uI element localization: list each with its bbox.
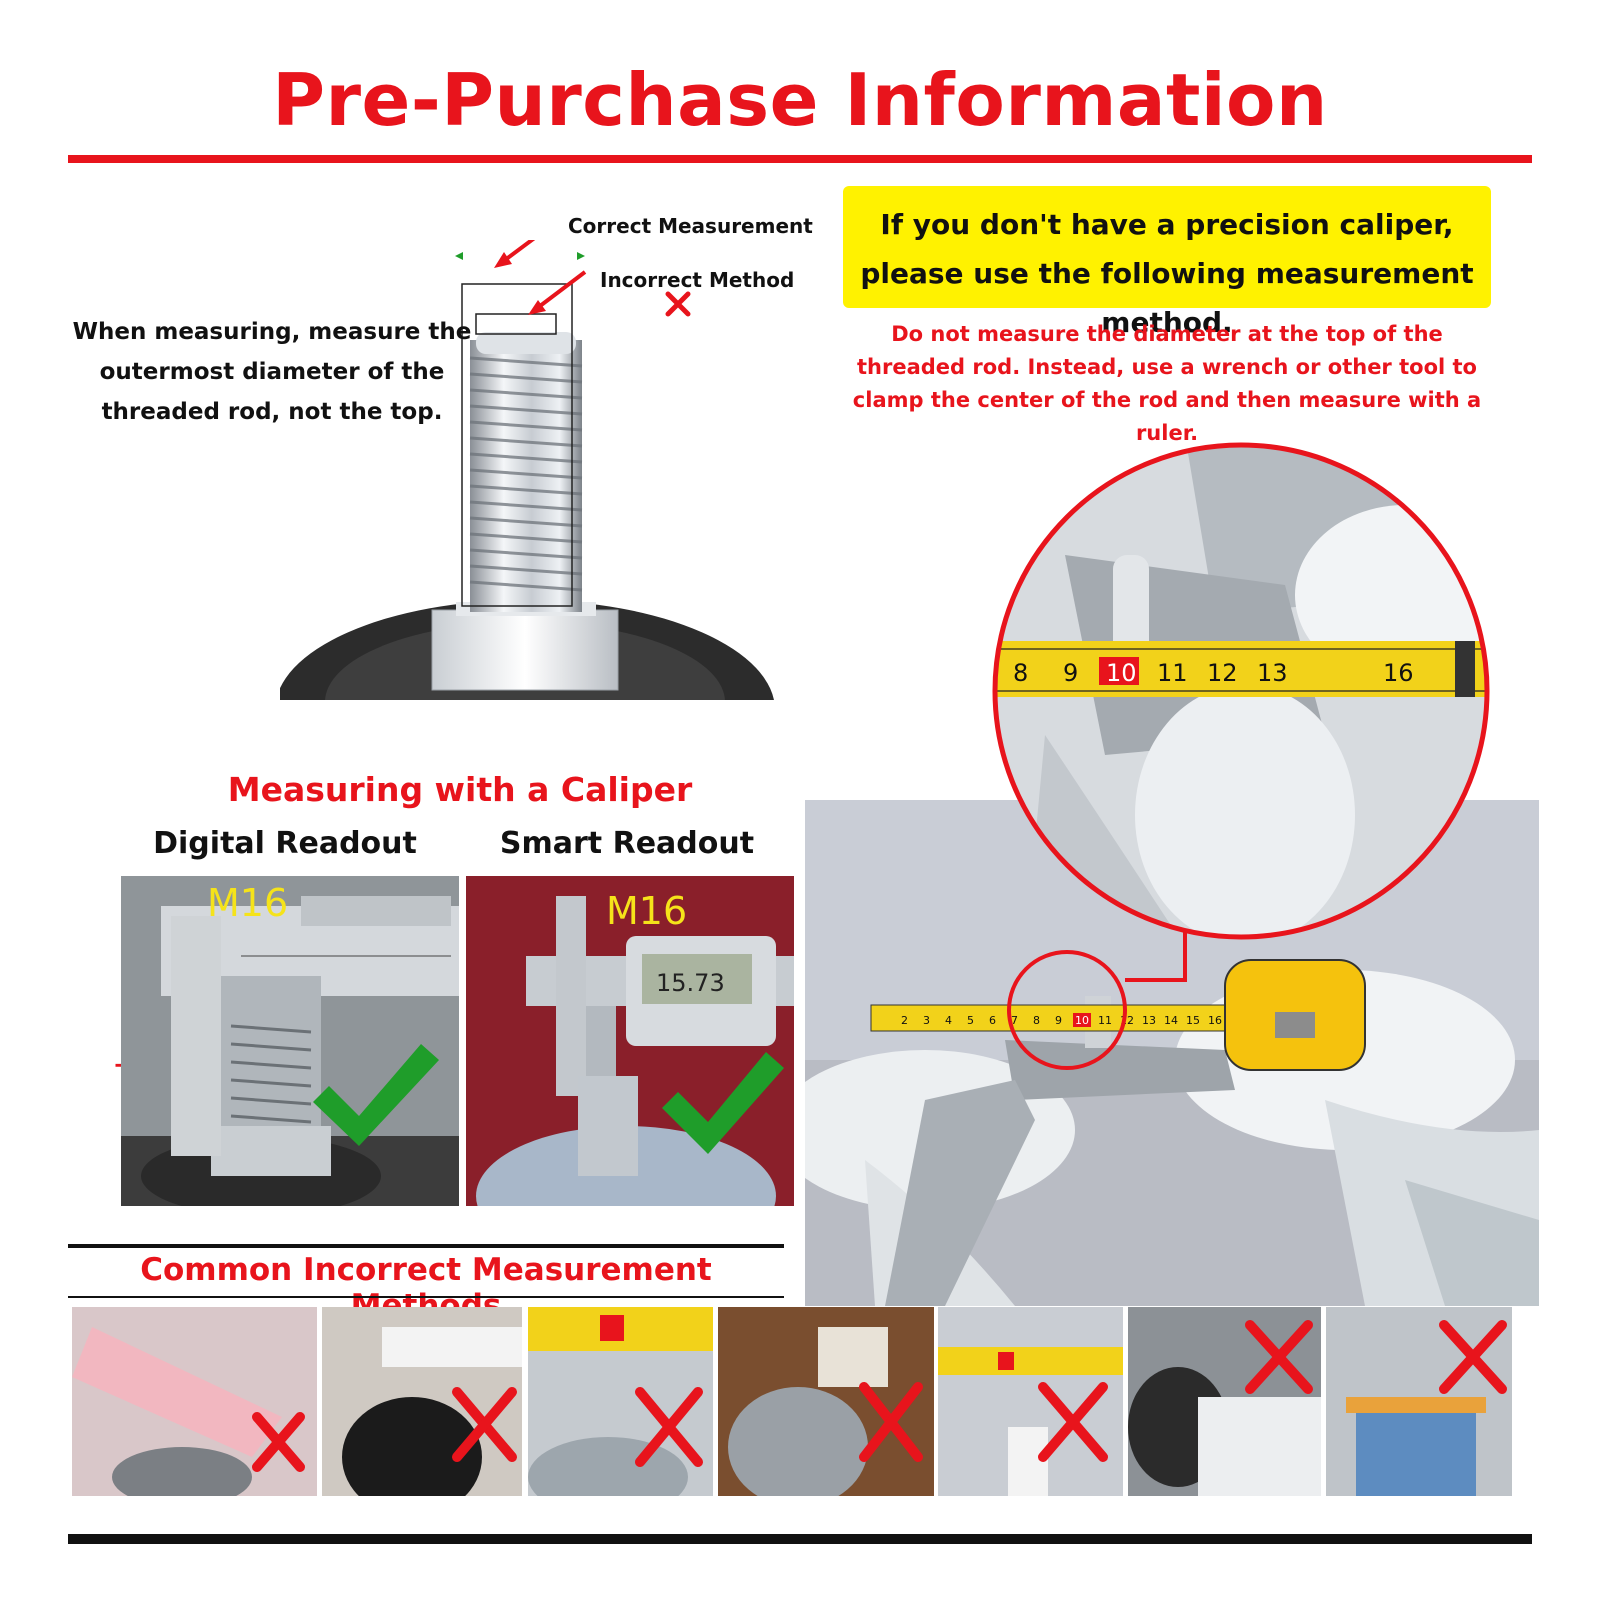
red-x-icon bbox=[1245, 1320, 1313, 1394]
red-x-icon bbox=[635, 1387, 703, 1467]
tape-main-13: 13 bbox=[1142, 1014, 1156, 1027]
bottom-divider bbox=[68, 1534, 1532, 1544]
smart-readout-label: Smart Readout bbox=[499, 826, 755, 861]
correct-measurement-label: Correct Measurement bbox=[568, 214, 813, 238]
tape-main-6: 6 bbox=[989, 1014, 996, 1027]
tape-main-5: 5 bbox=[967, 1014, 974, 1027]
tape-main-2: 2 bbox=[901, 1014, 908, 1027]
incorrect-tile-2 bbox=[322, 1307, 522, 1496]
main-tape-numbers: 2 3 4 5 6 7 8 9 10 11 12 13 14 15 16 bbox=[901, 1013, 1222, 1027]
title-divider bbox=[68, 155, 1532, 163]
incorrect-tile-5 bbox=[938, 1307, 1123, 1496]
tape-main-14: 14 bbox=[1164, 1014, 1178, 1027]
tape-main-9: 9 bbox=[1055, 1014, 1062, 1027]
incorrect-top-rule bbox=[68, 1244, 784, 1248]
tape-main-15: 15 bbox=[1186, 1014, 1200, 1027]
tape-zoom-13: 13 bbox=[1257, 659, 1288, 687]
digital-caliper-photo: M16 bbox=[121, 876, 459, 1206]
incorrect-tile-1 bbox=[72, 1307, 317, 1496]
tape-main-4: 4 bbox=[945, 1014, 952, 1027]
tape-measure-note: Do not measure the diameter at the top o… bbox=[852, 322, 1482, 445]
tape-zoom-8: 8 bbox=[1013, 659, 1028, 687]
digital-readout-label: Digital Readout bbox=[153, 826, 417, 861]
incorrect-methods-strip bbox=[72, 1307, 1536, 1496]
red-x-icon bbox=[252, 1412, 305, 1472]
incorrect-tile-7 bbox=[1326, 1307, 1512, 1496]
checkmark-icon bbox=[313, 1044, 439, 1146]
tape-zoom-10: 10 bbox=[1106, 659, 1137, 687]
tape-zoom-9: 9 bbox=[1063, 659, 1078, 687]
wrench-tape-photo: 2 3 4 5 6 7 8 9 10 11 12 13 14 15 16 bbox=[805, 800, 1539, 1306]
tape-main-10: 10 bbox=[1075, 1014, 1089, 1027]
incorrect-tile-6 bbox=[1128, 1307, 1321, 1496]
red-x-icon bbox=[452, 1387, 517, 1462]
red-x-icon bbox=[1038, 1382, 1108, 1462]
tape-main-11: 11 bbox=[1098, 1014, 1112, 1027]
size-label-digital: M16 bbox=[207, 881, 288, 925]
page-title: Pre-Purchase Information bbox=[272, 58, 1328, 142]
red-x-icon bbox=[859, 1382, 923, 1462]
tape-main-16: 16 bbox=[1208, 1014, 1222, 1027]
tape-main-7: 7 bbox=[1011, 1014, 1018, 1027]
bolt-diagram bbox=[280, 240, 800, 700]
smart-caliper-photo: 15.73 M16 bbox=[466, 876, 794, 1206]
bolt-measuring-note: When measuring, measure the outermost di… bbox=[72, 319, 472, 425]
tape-main-8: 8 bbox=[1033, 1014, 1040, 1027]
incorrect-tile-3 bbox=[528, 1307, 713, 1496]
red-x-icon bbox=[1439, 1320, 1507, 1394]
incorrect-bottom-rule bbox=[68, 1296, 784, 1298]
tape-zoom-11: 11 bbox=[1157, 659, 1188, 687]
tape-zoom-12: 12 bbox=[1207, 659, 1238, 687]
caliper-heading: Measuring with a Caliper bbox=[227, 770, 693, 809]
size-label-smart: M16 bbox=[606, 889, 687, 933]
incorrect-method-label: Incorrect Method bbox=[600, 268, 795, 292]
incorrect-tile-4 bbox=[718, 1307, 934, 1496]
caliper-display-value: 15.73 bbox=[656, 969, 725, 997]
checkmark-icon bbox=[662, 1052, 784, 1154]
caliper-callout: If you don't have a precision caliper, p… bbox=[843, 186, 1491, 339]
zoom-circle: 8 9 10 11 12 13 16 bbox=[985, 435, 1497, 947]
tape-zoom-16: 16 bbox=[1383, 659, 1414, 687]
tape-main-3: 3 bbox=[923, 1014, 930, 1027]
